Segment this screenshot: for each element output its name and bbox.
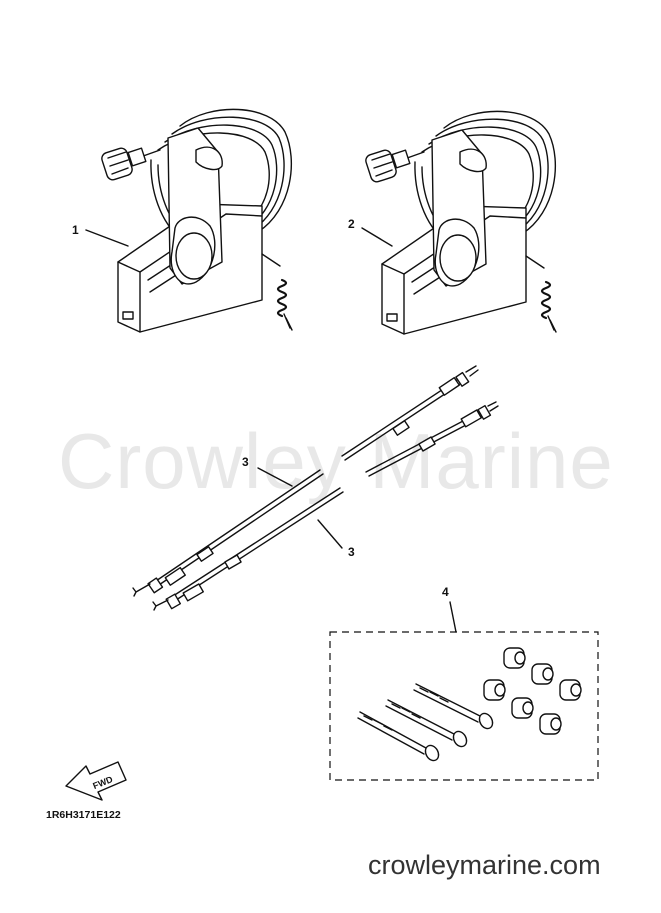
nuts: [483, 647, 582, 735]
diagram-code: 1R6H3171E122: [46, 809, 121, 821]
callout-4: 4: [442, 585, 449, 599]
watermark: Crowley Marine: [58, 417, 614, 505]
control-cables[interactable]: 3 3: [132, 365, 499, 611]
bolts: [357, 683, 494, 762]
callout-3-lower: 3: [348, 545, 355, 559]
site-url[interactable]: crowleymarine.com: [368, 850, 601, 880]
fwd-arrow-icon: FWD: [65, 761, 127, 801]
remote-control-box-2[interactable]: 2: [348, 110, 557, 335]
callout-1: 1: [72, 223, 79, 237]
callout-3-upper: 3: [242, 455, 249, 469]
mounting-kit[interactable]: 4: [329, 585, 599, 781]
remote-control-box-1[interactable]: 1: [72, 108, 293, 333]
callout-2: 2: [348, 217, 355, 231]
